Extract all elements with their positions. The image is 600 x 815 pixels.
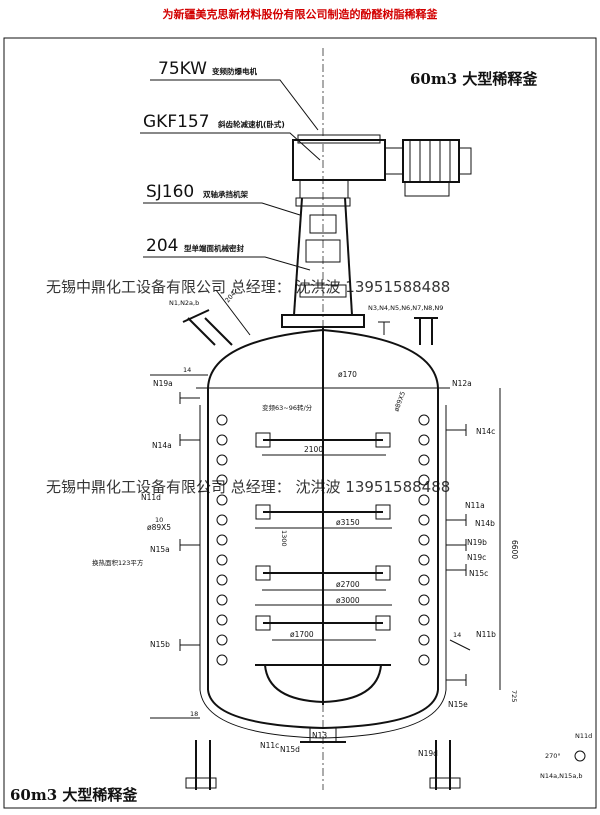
dim-10: 10 (155, 516, 163, 524)
dim-1700: ø1700 (290, 630, 314, 639)
dim-2100: 2100 (304, 445, 323, 454)
speed-label: 变频63~96转/分 (262, 403, 313, 412)
callout-motor: 75KW 变频防爆电机 (150, 59, 319, 131)
dim-725: 725 (510, 690, 518, 702)
nozzle-inclined (182, 289, 251, 346)
dim-18: 18 (190, 710, 198, 718)
nozzle-n19a: N19a (153, 379, 173, 388)
page-title: 为新疆美克思新材料股份有限公司制造的酚醛树脂稀释釜 (162, 8, 438, 21)
nozzle-top-right (378, 317, 438, 345)
angle-symbol (574, 750, 586, 762)
nozzle-n11d: N11d (141, 493, 161, 502)
side-nozzles (179, 392, 471, 686)
frame-leader (143, 202, 301, 216)
motor-leader (150, 79, 319, 131)
nozzle-n15d: N15d (280, 745, 300, 754)
support-legs (185, 740, 461, 790)
dim-89x5-right: ø89X5 (392, 390, 407, 412)
dim-3000: ø3000 (336, 596, 360, 605)
impeller-2 (255, 504, 391, 520)
nozzle-n11c: N11c (260, 741, 279, 750)
callout-frame: SJ160 双轴承挡机架 (143, 182, 301, 216)
dim-89x5-left: ø89X5 (147, 523, 171, 532)
callout-reducer: GKF157 斜齿轮减速机(卧式) (140, 112, 321, 161)
nozzle-n15c: N15c (469, 569, 488, 578)
motor-desc: 变频防爆电机 (212, 66, 257, 76)
frame-code: SJ160 (146, 182, 194, 202)
watermark-top: 无锡中鼎化工设备有限公司 总经理： 沈洪波 13951588488 (46, 278, 450, 296)
frame-desc: 双轴承挡机架 (203, 189, 248, 199)
nozzle-n11a: N11a (465, 501, 485, 510)
nozzle-n3: N3,N4,N5,N6,N7,N8,N9 (368, 304, 443, 312)
heating-coils (216, 414, 430, 666)
header-title: 60m3 大型稀释釜 (410, 70, 538, 88)
nozzle-n15b: N15b (150, 640, 170, 649)
nozzle-n14a: N14a (152, 441, 172, 450)
impeller-4 (255, 615, 391, 631)
nozzle-n1: N1,N2a,b (169, 299, 199, 307)
impeller-3 (255, 565, 391, 581)
dim-270: 270° (545, 752, 561, 760)
nozzle-n19c: N19c (467, 553, 486, 562)
nozzle-n14ab: N14a,N15a,b (540, 772, 583, 780)
dim-6600: 6600 (510, 540, 519, 559)
drawing-frame (3, 37, 597, 809)
drive-unit (292, 134, 472, 199)
footer-title: 60m3 大型稀释釜 (10, 786, 138, 804)
coil-area-label: 换热面积123平方 (92, 558, 144, 567)
dim-d170: ø170 (338, 370, 357, 379)
reducer-code: GKF157 (143, 112, 210, 132)
bottom-outlet (300, 727, 346, 743)
reducer-leader (140, 132, 321, 161)
callout-seal: 204 型单端面机械密封 (143, 236, 311, 271)
dim-14-top: 14 (183, 366, 191, 374)
dim-2700: ø2700 (336, 580, 360, 589)
seal-leader (143, 256, 311, 271)
nozzle-n11b: N11b (476, 630, 496, 639)
nozzle-n19b: N19b (467, 538, 487, 547)
motor-body (402, 139, 460, 183)
coupling (384, 147, 404, 175)
nozzle-n14b: N14b (475, 519, 495, 528)
nozzle-n15e: N15e (448, 700, 468, 709)
anchor-impeller (255, 664, 391, 704)
nozzle-n13: N13 (312, 731, 327, 740)
motor-code: 75KW (158, 59, 207, 79)
nozzle-n15a: N15a (150, 545, 170, 554)
motor-base (404, 181, 450, 197)
dim-14-right: 14 (453, 631, 461, 639)
nozzle-n14c: N14c (476, 427, 495, 436)
motor-fan-cover (458, 147, 472, 175)
dim-1300: 1300 (280, 530, 288, 547)
reducer-desc: 斜齿轮减速机(卧式) (217, 119, 285, 129)
watermark-middle: 无锡中鼎化工设备有限公司 总经理： 沈洪波 13951588488 (46, 478, 450, 496)
dim-3150: ø3150 (336, 518, 360, 527)
jacket-bottom (199, 689, 447, 739)
reducer-base (299, 179, 349, 199)
seal-desc: 型单端面机械密封 (184, 243, 244, 253)
nozzle-n19d: N19d (418, 749, 438, 758)
nozzle-n12a: N12a (452, 379, 472, 388)
reducer-top (297, 134, 381, 144)
agitator (255, 327, 391, 705)
reducer-body (292, 139, 386, 181)
nozzle-n11d-right: N11d (575, 732, 592, 740)
seal-code: 204 (146, 236, 178, 256)
impeller-1 (255, 432, 391, 448)
